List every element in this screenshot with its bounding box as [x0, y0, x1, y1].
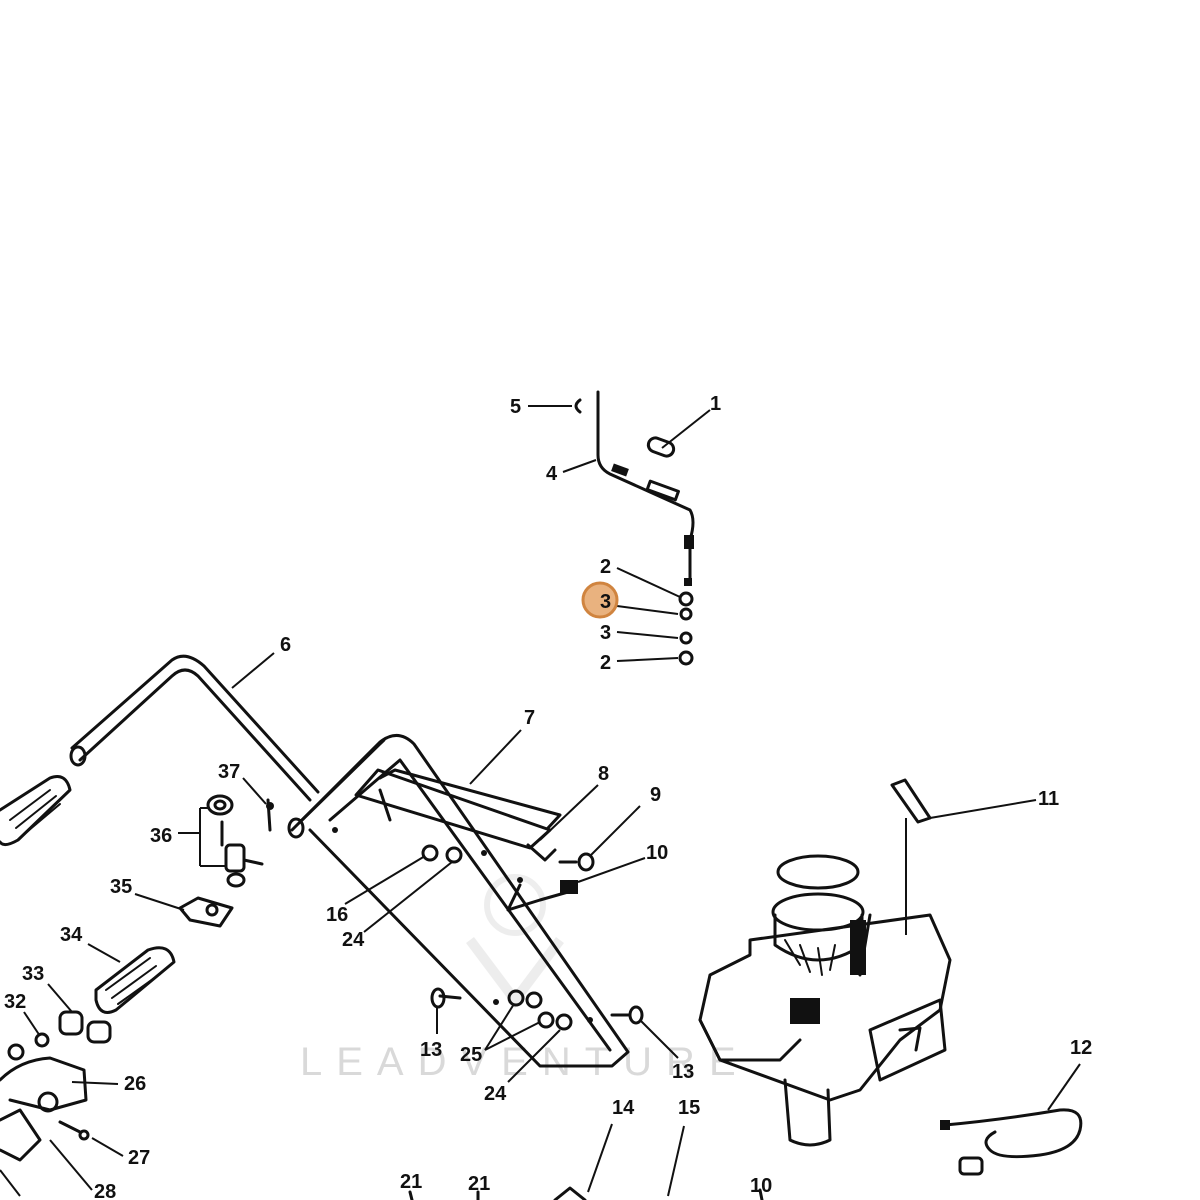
label-25[interactable]: 25 — [460, 1044, 482, 1066]
label-14[interactable]: 14 — [612, 1097, 635, 1119]
label-28[interactable]: 28 — [94, 1181, 116, 1200]
label-4[interactable]: 4 — [546, 463, 558, 485]
label-37[interactable]: 37 — [218, 761, 240, 783]
label-16[interactable]: 16 — [326, 904, 348, 926]
label-21[interactable]: 21 — [400, 1171, 422, 1193]
label-26[interactable]: 26 — [124, 1073, 146, 1095]
label-15[interactable]: 15 — [678, 1097, 700, 1119]
throttle-cable — [596, 390, 695, 586]
mounting-bracket — [178, 896, 234, 928]
label-10[interactable]: 10 — [646, 842, 668, 864]
label-36[interactable]: 36 — [150, 825, 172, 847]
grip-caps — [58, 1010, 112, 1044]
control-bar — [354, 768, 557, 862]
label-27[interactable]: 27 — [128, 1147, 150, 1169]
cable-nuts-washers — [678, 591, 694, 666]
sleeve — [646, 436, 676, 458]
left-grip — [0, 775, 72, 847]
label-12[interactable]: 12 — [1070, 1037, 1092, 1059]
label-5[interactable]: 5 — [510, 396, 521, 418]
wire-harness — [940, 1108, 1083, 1176]
part-labels: 1 2 3 3 2 4 5 6 7 8 9 10 11 12 13 13 14 … — [4, 393, 1092, 1200]
label-13[interactable]: 13 — [420, 1039, 442, 1061]
label-13-right[interactable]: 13 — [672, 1061, 694, 1083]
highlight-marker[interactable] — [581, 581, 619, 619]
label-34[interactable]: 34 — [60, 924, 83, 946]
label-7[interactable]: 7 — [524, 707, 535, 729]
label-2[interactable]: 2 — [600, 556, 611, 578]
label-1[interactable]: 1 — [710, 393, 721, 415]
label-6[interactable]: 6 — [280, 634, 291, 656]
label-24-lower[interactable]: 24 — [484, 1083, 507, 1105]
label-3-highlighted[interactable]: 3 — [600, 591, 611, 613]
label-32[interactable]: 32 — [4, 991, 26, 1013]
top-plate — [378, 768, 562, 830]
label-8[interactable]: 8 — [598, 763, 609, 785]
engine — [698, 778, 952, 1147]
label-11[interactable]: 11 — [1038, 788, 1059, 810]
handle-frame — [287, 734, 630, 1068]
bottom-parts — [408, 1186, 764, 1200]
label-2-lower[interactable]: 2 — [600, 652, 611, 674]
right-grip — [94, 946, 176, 1014]
upper-handle — [69, 654, 320, 802]
switch-assembly — [206, 794, 274, 888]
lever — [506, 852, 595, 912]
label-21-right[interactable]: 21 — [468, 1173, 490, 1195]
watermark-text: LEADVENTURE — [300, 1040, 750, 1084]
label-3[interactable]: 3 — [600, 622, 611, 644]
cable-clip — [574, 398, 582, 414]
frame-hardware — [421, 844, 644, 1031]
label-9[interactable]: 9 — [650, 784, 661, 806]
label-33[interactable]: 33 — [22, 963, 44, 985]
label-24[interactable]: 24 — [342, 929, 365, 951]
throttle-control — [0, 1032, 90, 1162]
label-35[interactable]: 35 — [110, 876, 132, 898]
leader-lines — [0, 405, 1081, 1197]
label-10-bottom[interactable]: 10 — [750, 1175, 772, 1197]
